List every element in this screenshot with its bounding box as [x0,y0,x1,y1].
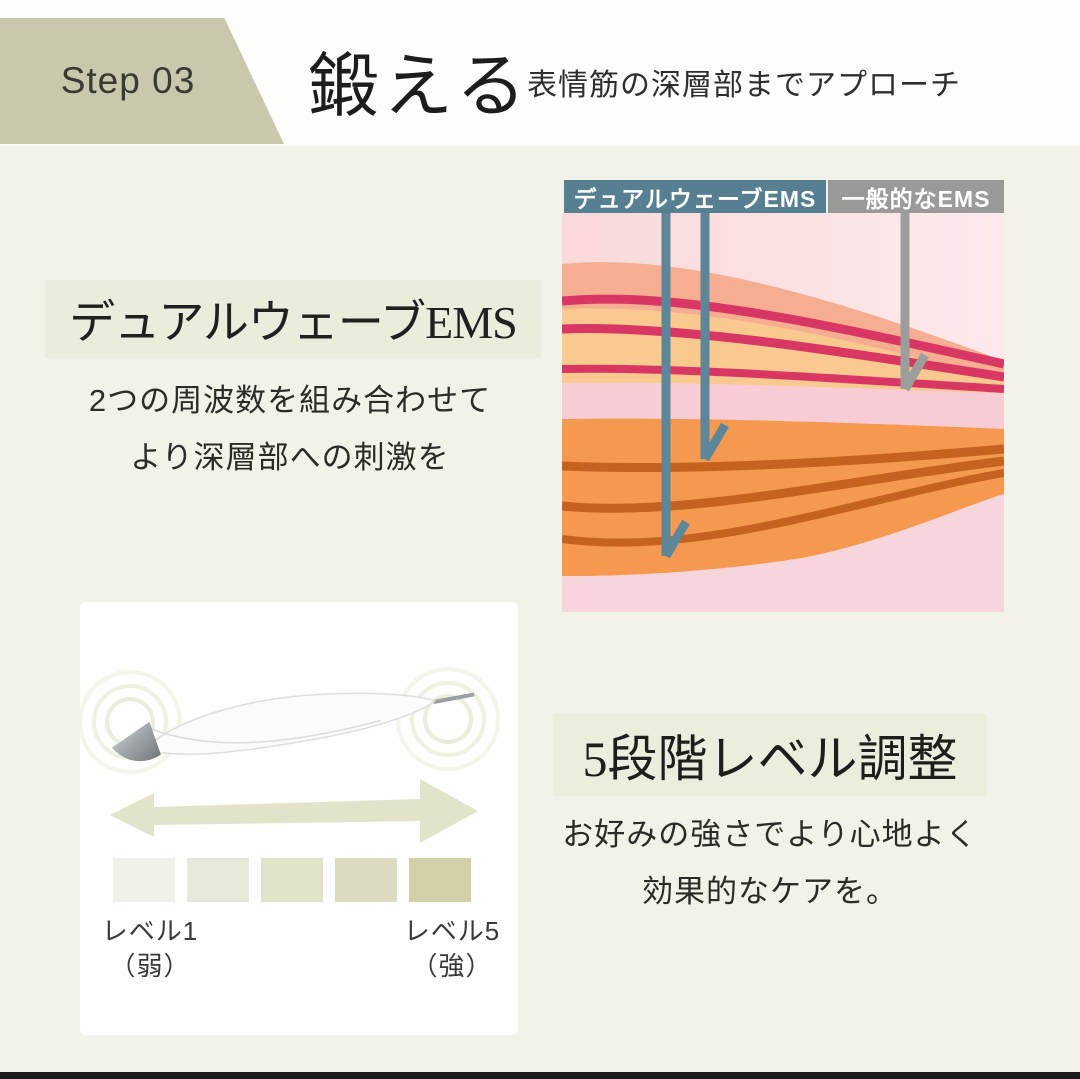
bottom-divider-bar [0,1072,1080,1079]
deep-muscle-fiber-2 [562,456,1004,513]
dual-wave-arrows [661,213,729,559]
dual-wave-ems-label: デュアルウェーブEMS [564,180,826,213]
page-title: 鍛える [308,49,531,126]
level-square-5 [409,858,471,902]
teal-arrow-deep-head [662,519,690,559]
level-adjust-card: レベル1 （弱） レベル5 （強） [80,602,518,1035]
bottom-pink-layer [562,494,1004,612]
level-square-4 [335,858,397,902]
vibration-ripples-right [396,667,500,771]
step-label: Step 03 [60,60,196,101]
device-metal-tip [111,721,161,762]
deep-muscle-fiber-3 [562,469,1004,547]
level-scale [113,858,471,902]
level-min-name: レベル1 [101,916,199,946]
shallow-muscle-fiber-2 [562,324,1004,382]
level-square-2 [187,858,249,902]
general-ems-arrow [900,213,929,392]
dual-wave-heading: デュアルウェーブEMS [45,280,541,358]
gray-arrow-head [901,352,929,392]
general-ems-label: 一般的なEMS [828,180,1004,213]
dual-wave-description-line1: 2つの周波数を組み合わせて [88,383,492,418]
shallow-muscle-fiber-3 [562,364,1004,393]
deep-muscle-fiber-1 [562,444,1004,472]
teal-arrow-mid-head [701,422,729,462]
beauty-device [111,692,475,762]
level-section-description-line2: 効果的なケアを。 [642,874,898,909]
slide-range-arrow [110,779,478,843]
shallow-muscle-fiber-1 [562,294,1004,369]
muscle-layers-illustration [562,213,1004,612]
level-max-name: レベル5 [403,916,501,946]
muscle-diagram: デュアルウェーブEMS 一般的なEMS [562,180,1004,612]
device-body [142,692,437,755]
device-illustration [80,667,500,843]
level-min-strength: （弱） [109,951,191,981]
level-max-label: レベル5 （強） [392,914,512,984]
dual-wave-description: 2つの周波数を組み合わせて より深層部への刺激を [30,372,550,486]
page-subtitle: 表情筋の深層部までアプローチ [527,69,961,102]
level-min-label: レベル1 （弱） [90,914,210,984]
level-section-description: お好みの強さでより心地よく 効果的なケアを。 [540,806,1000,920]
level-section-heading: 5段階レベル調整 [553,714,987,796]
level-square-3 [261,858,323,902]
level-square-1 [113,858,175,902]
level-max-strength: （強） [411,951,493,981]
level-section-description-line1: お好みの強さでより心地よく [562,817,978,852]
device-seam [149,719,381,744]
device-pin [432,692,475,704]
dual-wave-description-line2: より深層部への刺激を [130,440,450,475]
